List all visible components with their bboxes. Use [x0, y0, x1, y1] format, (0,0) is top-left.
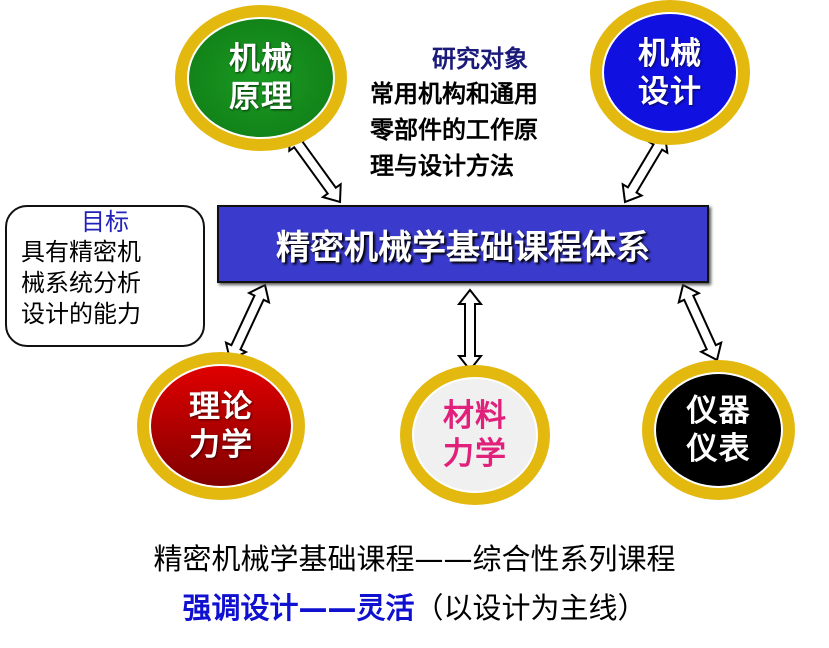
node-label: 设计 — [638, 73, 702, 110]
node-label: 原理 — [229, 79, 293, 115]
research-title: 研究对象 — [432, 45, 528, 73]
goal-line: 设计的能力 — [21, 300, 141, 328]
center-title: 精密机械学基础课程体系 — [276, 227, 650, 268]
node-label: 理论 — [189, 389, 253, 425]
node-label: 机械 — [638, 35, 702, 72]
node-mechanism-principles: 机械原理 — [175, 5, 347, 151]
research-line: 常用机构和通用 — [370, 80, 538, 108]
node-machine-design: 机械设计 — [590, 0, 750, 145]
node-label: 仪器 — [686, 393, 751, 429]
research-line: 理与设计方法 — [370, 152, 514, 180]
goal-callout: 目标 具有精密机 械系统分析 设计的能力 — [5, 205, 205, 347]
double-arrow-icon — [224, 283, 271, 362]
node-label: 仪表 — [686, 431, 751, 467]
node-label: 力学 — [189, 427, 253, 463]
goal-line: 具有精密机 — [21, 238, 141, 266]
footer-note: （以设计为主线） — [414, 591, 647, 625]
goal-line: 械系统分析 — [21, 269, 141, 297]
node-theoretical-mechanics: 理论力学 — [137, 352, 305, 500]
footer-line-1: 精密机械学基础课程——综合性系列课程 — [153, 542, 676, 576]
center-title-box: 精密机械学基础课程体系 — [217, 205, 709, 283]
double-arrow-icon — [621, 133, 669, 204]
node-label: 机械 — [229, 41, 293, 77]
double-arrow-icon — [677, 283, 723, 362]
node-instruments: 仪器仪表 — [642, 360, 795, 500]
node-label: 力学 — [443, 436, 507, 472]
research-line: 零部件的工作原 — [370, 116, 538, 144]
node-material-mechanics: 材料力学 — [400, 365, 550, 505]
research-object: 研究对象 常用机构和通用 零部件的工作原 理与设计方法 — [370, 42, 590, 184]
goal-title: 目标 — [81, 208, 129, 236]
footer-emphasis: 强调设计——灵活 — [182, 591, 415, 625]
node-label: 材料 — [443, 398, 507, 434]
double-arrow-icon — [456, 288, 484, 372]
footer-line-2: 强调设计——灵活（以设计为主线） — [0, 585, 829, 627]
